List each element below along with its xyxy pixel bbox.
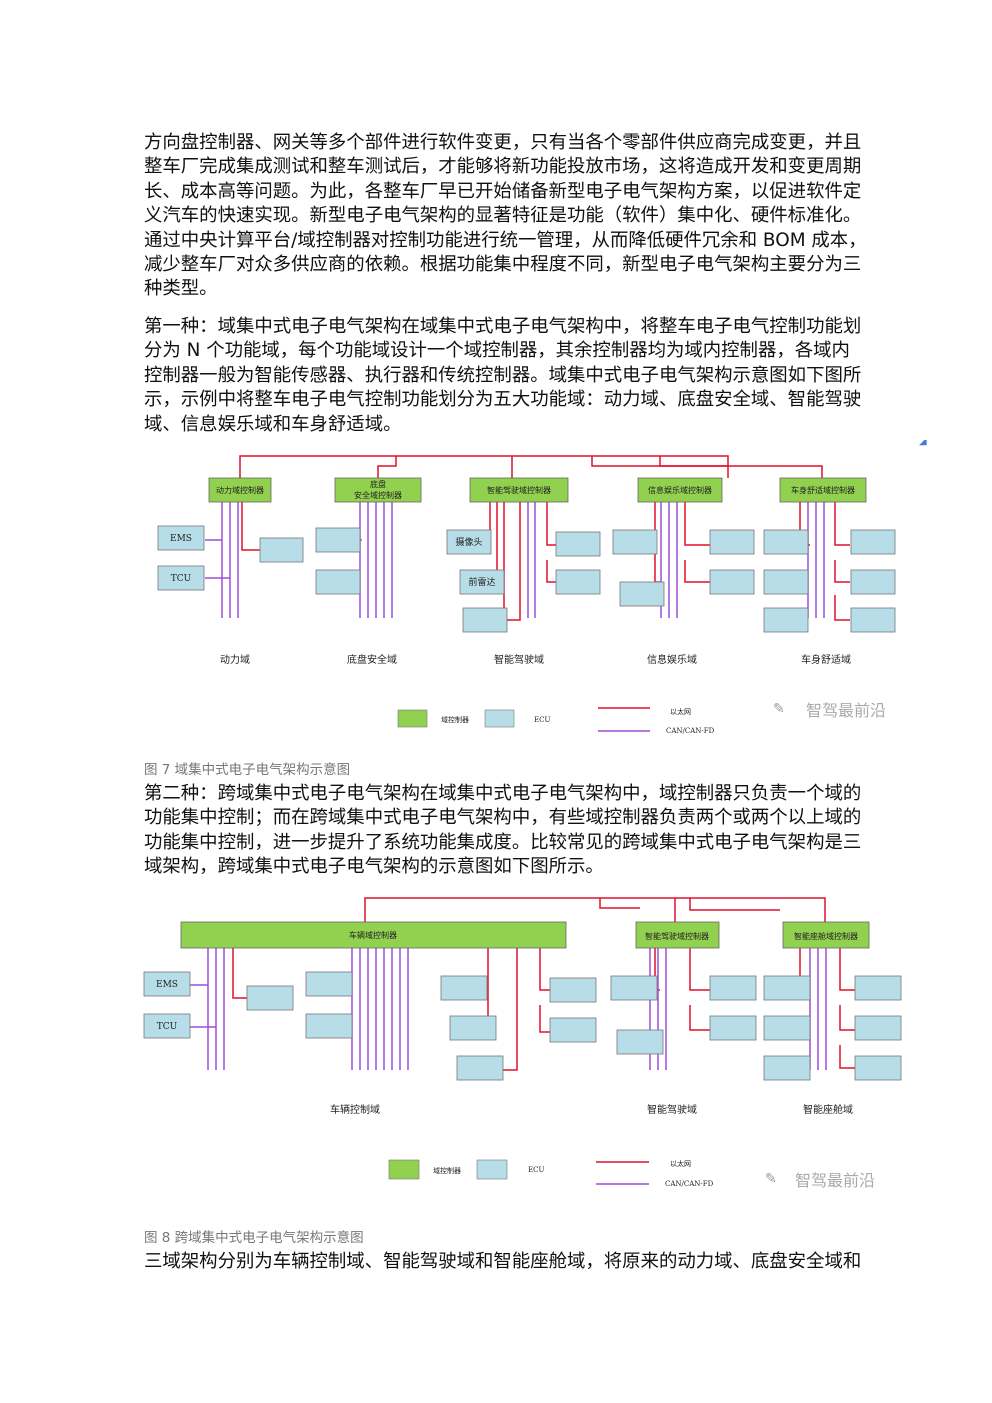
svg-text:智驾最前沿: 智驾最前沿 — [806, 701, 886, 720]
legend-ethernet-8: 以太网 — [670, 1159, 691, 1168]
paragraph-3: 第二种：跨域集中式电子电气架构在域集中式电子电气架构中，域控制器只负责一个域的 … — [144, 783, 862, 878]
controller-label-power: 动力域控制器 — [216, 485, 264, 495]
domain-label-vehicle: 车辆控制域 — [330, 1103, 380, 1116]
controller-label-infotainment: 信息娱乐域控制器 — [648, 485, 712, 495]
controller-label-cockpit: 智能座舱域控制器 — [794, 931, 858, 941]
ecu-label-radar: 前雷达 — [468, 576, 495, 588]
ecu-label-tcu: TCU — [171, 574, 192, 584]
can-links — [205, 502, 825, 618]
controller-adas-8 — [635, 921, 720, 949]
controller-label-adas: 智能驾驶域控制器 — [487, 485, 551, 495]
svg-text:✎: ✎ — [765, 1171, 777, 1187]
ecus-8 — [143, 971, 902, 1081]
controller-label-body: 车身舒适域控制器 — [791, 485, 855, 495]
ecu-label-ems: EMS — [170, 534, 192, 544]
controller-infotainment — [637, 477, 723, 503]
ecu-label-camera: 摄像头 — [455, 536, 482, 548]
domain-label-body: 车身舒适域 — [801, 653, 851, 666]
controller-label-adas-8: 智能驾驶域控制器 — [645, 931, 709, 941]
legend-controller-8: 域控制器 — [433, 1166, 461, 1175]
legend-ethernet: 以太网 — [670, 707, 691, 716]
svg-text:✎: ✎ — [773, 701, 785, 717]
ecu-label-ems-8: EMS — [156, 980, 178, 990]
legend-fig8: 域控制器 ECU 以太网 CAN/CAN-FD — [388, 1159, 714, 1188]
controller-power — [208, 477, 272, 503]
controller-cockpit — [782, 921, 870, 949]
figure-8-caption: 图 8 跨域集中式电子电气架构示意图 — [144, 1230, 364, 1246]
ecus — [157, 525, 896, 633]
figure-7-caption: 图 7 域集中式电子电气架构示意图 — [144, 762, 351, 778]
domain-label-adas: 智能驾驶域 — [494, 653, 544, 666]
paragraph-2: 第一种：域集中式电子电气架构在域集中式电子电气架构中，将整车电子电气控制功能划 … — [144, 316, 862, 435]
legend-fig7: 域控制器 ECU 以太网 CAN/CAN-FD — [397, 707, 715, 735]
domain-label-cockpit: 智能座舱域 — [803, 1103, 853, 1116]
legend-controller: 域控制器 — [441, 715, 469, 724]
paragraph-4: 三域架构分别为车辆控制域、智能驾驶域和智能座舱域，将原来的动力域、底盘安全域和 — [144, 1251, 862, 1272]
controller-label-chassis-1: 底盘 — [370, 479, 386, 489]
domain-controllers — [208, 477, 867, 503]
domain-label-power: 动力域 — [220, 653, 250, 666]
paragraph-1: 方向盘控制器、网关等多个部件进行软件变更，只有当各个零部件供应商完成变更，并且 … — [144, 132, 867, 300]
controller-adas — [469, 477, 569, 503]
legend-ecu-8: ECU — [528, 1166, 544, 1174]
controller-chassis — [334, 477, 422, 503]
controller-body — [779, 477, 867, 503]
watermark-fig7: ✎ 智驾最前沿 — [773, 701, 886, 720]
domain-label-adas-8: 智能驾驶域 — [647, 1103, 697, 1116]
controller-label-chassis-2: 安全域控制器 — [354, 490, 402, 500]
legend-can-8: CAN/CAN-FD — [665, 1180, 714, 1188]
controller-vehicle — [180, 921, 567, 949]
controller-label-vehicle: 车辆域控制器 — [349, 930, 397, 940]
corner-mark: ◢ — [919, 440, 927, 447]
ecu-label-tcu-8: TCU — [157, 1022, 178, 1032]
watermark-fig8: ✎ 智驾最前沿 — [765, 1171, 875, 1190]
domain-label-infotainment: 信息娱乐域 — [647, 653, 697, 666]
legend-can: CAN/CAN-FD — [666, 727, 715, 735]
legend-ecu: ECU — [534, 716, 550, 724]
figure-8-diagram: 车辆域控制器 智能驾驶域控制器 智能座舱域控制器 EMS TCU 车辆控制域 智… — [143, 897, 902, 1190]
figure-7-diagram: 动力域控制器 底盘 安全域控制器 智能驾驶域控制器 信息娱乐域控制器 车身舒适域… — [157, 440, 927, 735]
domain-label-chassis: 底盘安全域 — [347, 653, 397, 666]
svg-text:智驾最前沿: 智驾最前沿 — [795, 1171, 875, 1190]
